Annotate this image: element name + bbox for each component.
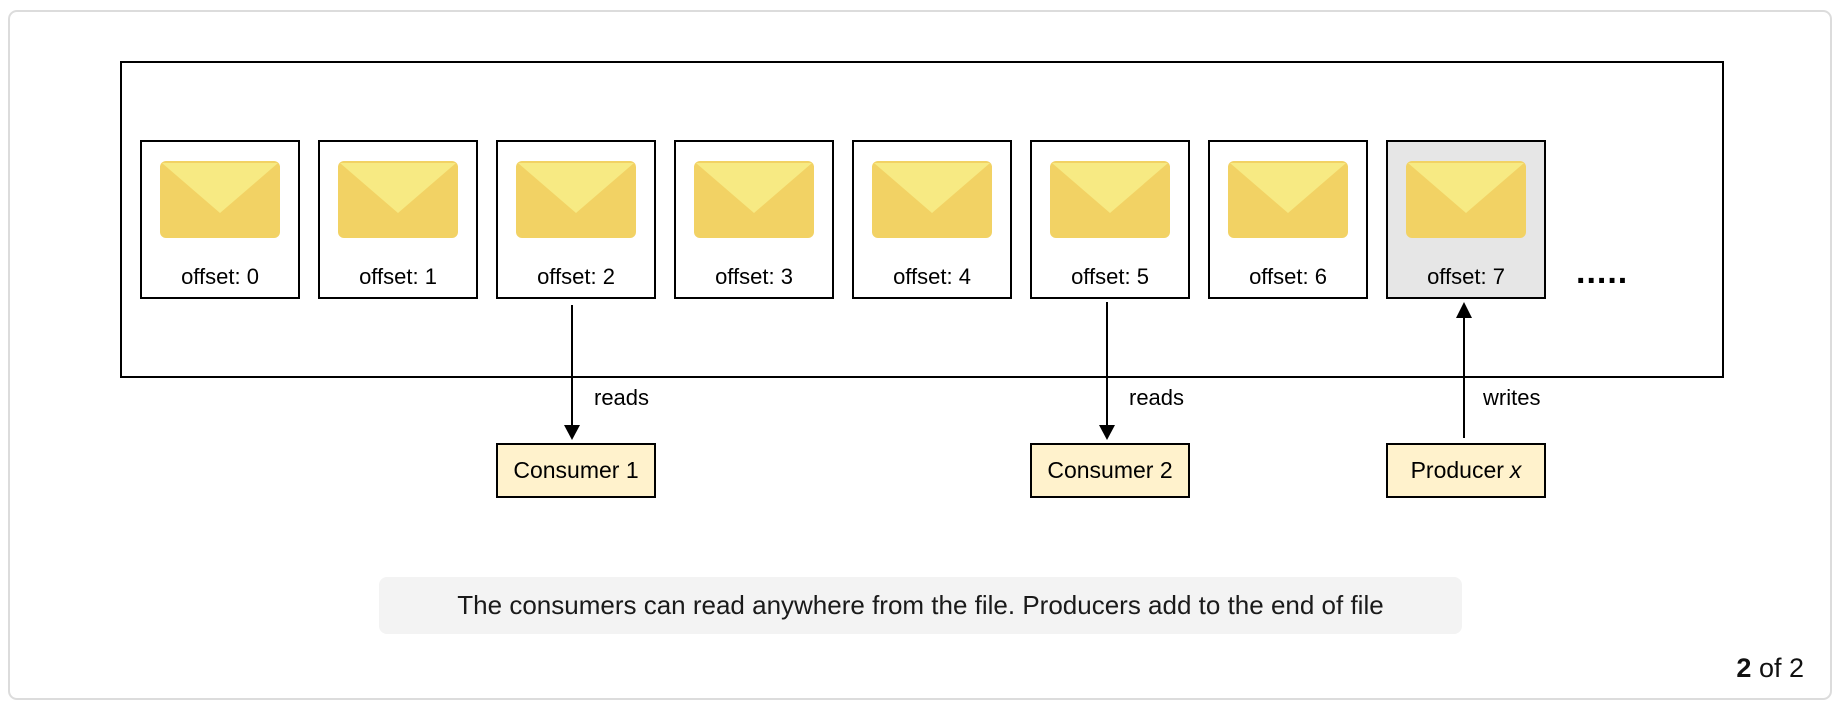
offset-label: offset: 7 — [1427, 264, 1505, 289]
envelope-icon — [694, 161, 814, 238]
pager-current: 2 — [1736, 653, 1752, 683]
offset-label: offset: 4 — [893, 264, 971, 289]
message-box: offset: 1 — [318, 140, 478, 299]
offset-label: offset: 6 — [1249, 264, 1327, 289]
consumer-1-node: Consumer 1 — [496, 443, 656, 498]
arrowhead-consumer-2 — [1099, 425, 1115, 440]
edge-label-reads-1: reads — [594, 385, 650, 410]
envelope-icon — [1406, 161, 1526, 238]
arrowhead-producer — [1456, 302, 1472, 318]
message-box: offset: 6 — [1208, 140, 1368, 299]
envelope-icon — [1050, 161, 1170, 238]
message-box: offset: 5 — [1030, 140, 1190, 299]
consumer-2-node: Consumer 2 — [1030, 443, 1190, 498]
envelope-icon — [516, 161, 636, 238]
envelope-icon — [1228, 161, 1348, 238]
offset-label: offset: 0 — [181, 264, 259, 289]
slide-pager: 2 of 2 — [1736, 653, 1804, 684]
message-box: offset: 2 — [496, 140, 656, 299]
message-box-latest: offset: 7 — [1386, 140, 1546, 299]
producer-variable: x — [1509, 457, 1522, 483]
message-box: offset: 3 — [674, 140, 834, 299]
envelope-icon — [160, 161, 280, 238]
consumer-1-label: Consumer 1 — [513, 457, 639, 483]
log-file-frame — [120, 61, 1724, 378]
consumer-2-label: Consumer 2 — [1047, 457, 1173, 483]
offset-label: offset: 2 — [537, 264, 615, 289]
caption-text: The consumers can read anywhere from the… — [457, 590, 1384, 620]
message-box: offset: 4 — [852, 140, 1012, 299]
producer-label: Producer — [1410, 457, 1504, 483]
envelope-icon — [338, 161, 458, 238]
offset-label: offset: 3 — [715, 264, 793, 289]
arrowhead-consumer-1 — [564, 425, 580, 440]
pager-total: of 2 — [1751, 653, 1804, 683]
edge-label-writes: writes — [1483, 385, 1541, 410]
message-box: offset: 0 — [140, 140, 300, 299]
offset-label: offset: 5 — [1071, 264, 1149, 289]
slide-caption: The consumers can read anywhere from the… — [379, 577, 1462, 634]
offset-label: offset: 1 — [359, 264, 437, 289]
edge-label-reads-2: reads — [1129, 385, 1185, 410]
envelope-icon — [872, 161, 992, 238]
